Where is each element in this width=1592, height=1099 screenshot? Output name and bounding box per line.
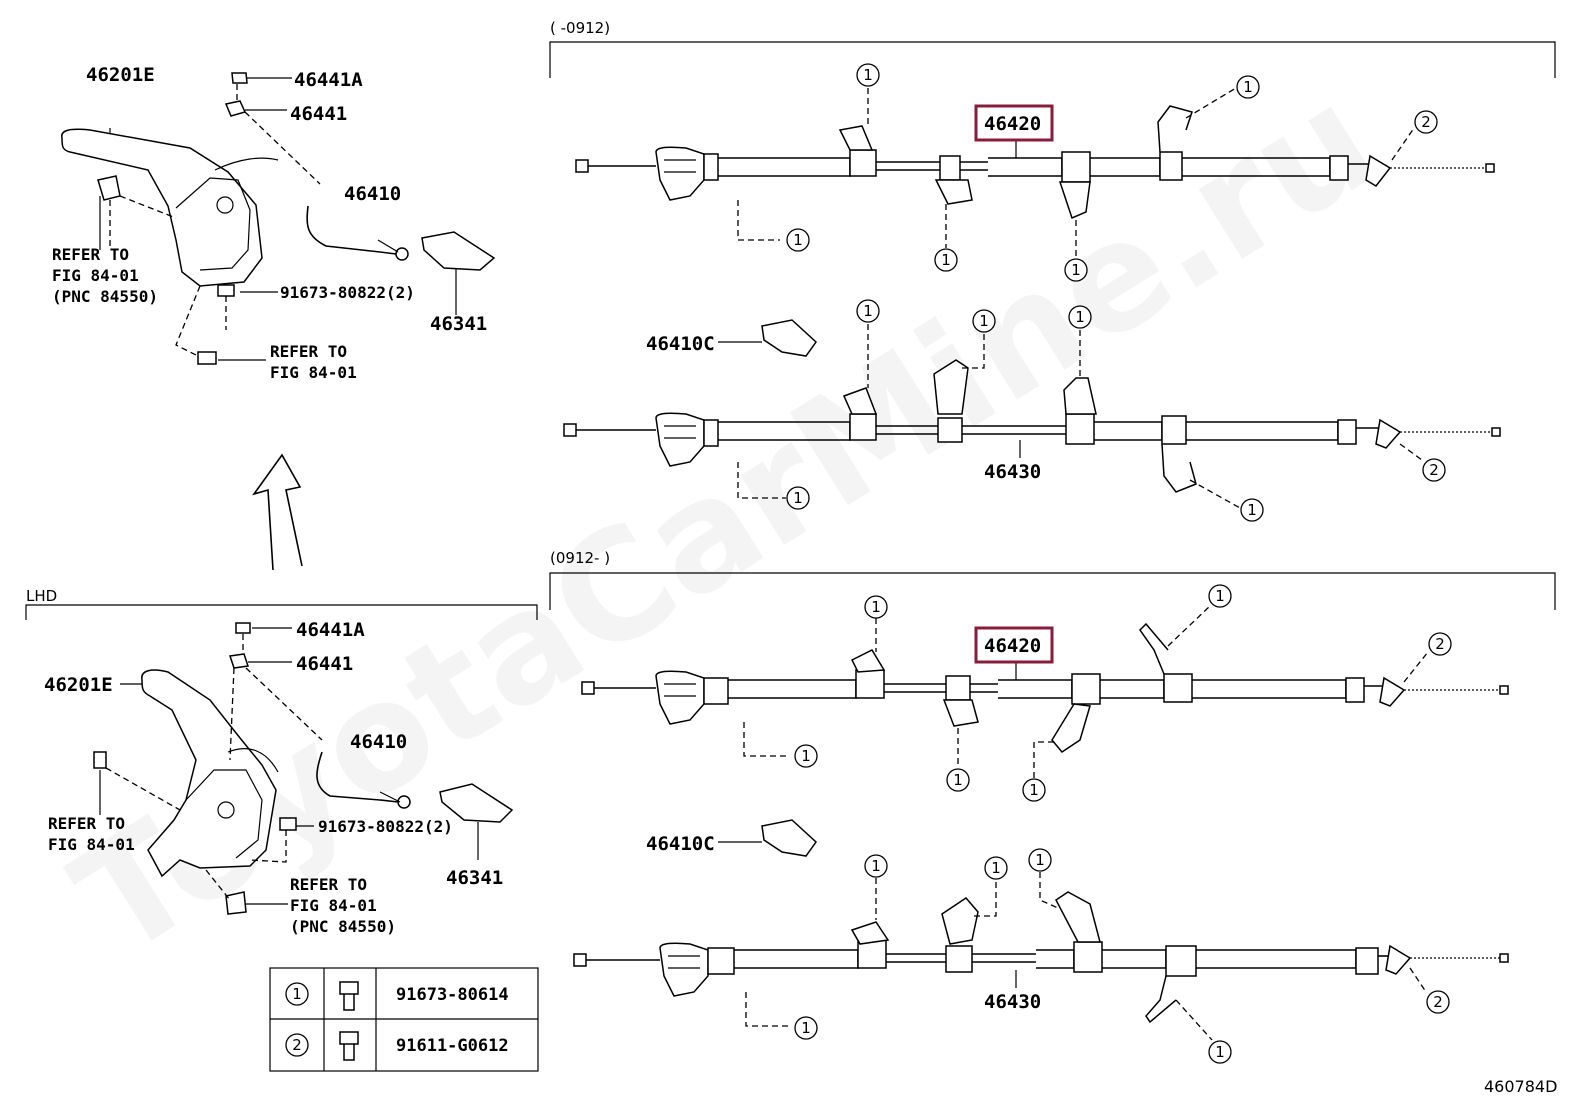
diagram-code: 460784D: [1484, 1077, 1557, 1096]
bracket-46410C-bottom-shape: [761, 819, 817, 857]
bracket-46410C-top-shape: [761, 319, 817, 357]
label-46441-lhd: 46441: [296, 653, 353, 675]
bolt-lower-shape: [197, 351, 217, 365]
bolt-91673-shape-lhd: [279, 817, 297, 831]
label-46201E-top: 46201E: [86, 64, 155, 86]
upper-leader-dashes: [109, 84, 321, 357]
label-46341-lhd: 46341: [446, 867, 503, 889]
view-arrow: [252, 453, 303, 571]
highlight-box-46420-top: [974, 104, 1054, 142]
lever-spring-lhd: [227, 748, 279, 773]
lever-spring: [214, 157, 279, 171]
label-46410C-bottom: 46410C: [646, 833, 715, 855]
bolt-legend-table: 91673-80614 91611-G0612: [269, 967, 539, 1072]
bolt-91673-shape: [217, 284, 235, 297]
cable-46420-bottom: 46420: [581, 584, 1509, 802]
cable-46430-top: 46410C 46430: [563, 299, 1501, 522]
lower-leader-dashes: [105, 634, 323, 901]
refer-lhd-b-line1: REFER TO: [290, 875, 367, 894]
refer-top-a-line1: REFER TO: [52, 245, 129, 264]
bolt-icon: [339, 1031, 359, 1061]
cable-46430-bottom: 46410C 46430: [573, 819, 1509, 1064]
clip-shape-lhd: [225, 891, 247, 915]
refer-top-a-line3: (PNC 84550): [52, 287, 158, 306]
cable-46410-line-lhd: [316, 751, 399, 803]
nut-46441-shape-lhd: [229, 653, 249, 669]
refer-lhd-a-line1: REFER TO: [48, 814, 125, 833]
highlight-box-46420-bottom: [974, 626, 1054, 664]
refer-top-b-line1: REFER TO: [270, 342, 347, 361]
refer-top-b-line2: FIG 84-01: [270, 363, 357, 382]
lever-bracket-lhd: [185, 769, 263, 859]
lhd-label: LHD: [26, 587, 57, 605]
label-46410C-top: 46410C: [646, 333, 715, 355]
lhd-bracket: [25, 604, 538, 620]
legend-callout-2: [285, 1033, 309, 1057]
label-46420-top: 46420: [984, 113, 1041, 135]
cable-46410-end: [395, 247, 409, 261]
hand-lever-body: [61, 128, 263, 287]
label-46410-lhd: 46410: [350, 731, 407, 753]
legend-part-1: 91673-80614: [396, 985, 509, 1005]
cable-46420-top: 46420: [575, 63, 1495, 282]
label-46430-top: 46430: [984, 461, 1041, 483]
bolt-left-shape-lhd: [93, 751, 107, 769]
refer-top-a-line2: FIG 84-01: [52, 266, 139, 285]
section-bottom-bracket: [549, 572, 1556, 610]
lever-bracket: [175, 177, 251, 271]
refer-lhd-b-line3: (PNC 84550): [290, 917, 396, 936]
lever-pivot-lhd: [217, 801, 235, 819]
label-46441-top: 46441: [290, 103, 347, 125]
label-91673-top: 91673-80822(2): [280, 283, 415, 302]
upper-leader-lines: [99, 77, 457, 361]
label-46430-bottom: 46430: [984, 991, 1041, 1013]
nut-46441A-shape: [231, 72, 248, 84]
nut-46441A-shape-lhd: [235, 622, 251, 634]
section-top-bracket: [549, 41, 1556, 78]
section-top-header: ( -0912): [550, 19, 610, 37]
hand-lever-body-lhd: [141, 669, 277, 878]
bolt-icon: [339, 981, 359, 1011]
label-91673-lhd: 91673-80822(2): [318, 817, 453, 836]
clip-shape: [97, 175, 121, 201]
cable-46410-line: [306, 205, 397, 255]
label-46441A-lhd: 46441A: [296, 619, 365, 641]
cable-46410-end-lhd: [397, 795, 411, 809]
bracket-46341-shape-lhd: [439, 783, 514, 823]
label-46441A-top: 46441A: [294, 69, 363, 91]
lower-lever-assembly: 46201E 46441A 46441 46410 46341 91673-80…: [44, 619, 514, 936]
refer-lhd-b-line2: FIG 84-01: [290, 896, 377, 915]
section-bottom-header: (0912- ): [550, 549, 610, 567]
bracket-46341-shape: [421, 231, 496, 271]
legend-callout-1: [285, 982, 309, 1006]
nut-46441-shape: [224, 100, 247, 117]
label-46420-bottom: 46420: [984, 635, 1041, 657]
lever-pivot: [216, 196, 234, 214]
lower-leader-lines: [99, 627, 479, 905]
refer-lhd-a-line2: FIG 84-01: [48, 835, 135, 854]
legend-part-2: 91611-G0612: [396, 1036, 509, 1056]
label-46410-top: 46410: [344, 183, 401, 205]
label-46201E-lhd: 46201E: [44, 674, 113, 696]
label-46341-top: 46341: [430, 313, 487, 335]
upper-lever-assembly: 46201E 46441A 46441 46410 46341 91673-80…: [52, 64, 496, 382]
